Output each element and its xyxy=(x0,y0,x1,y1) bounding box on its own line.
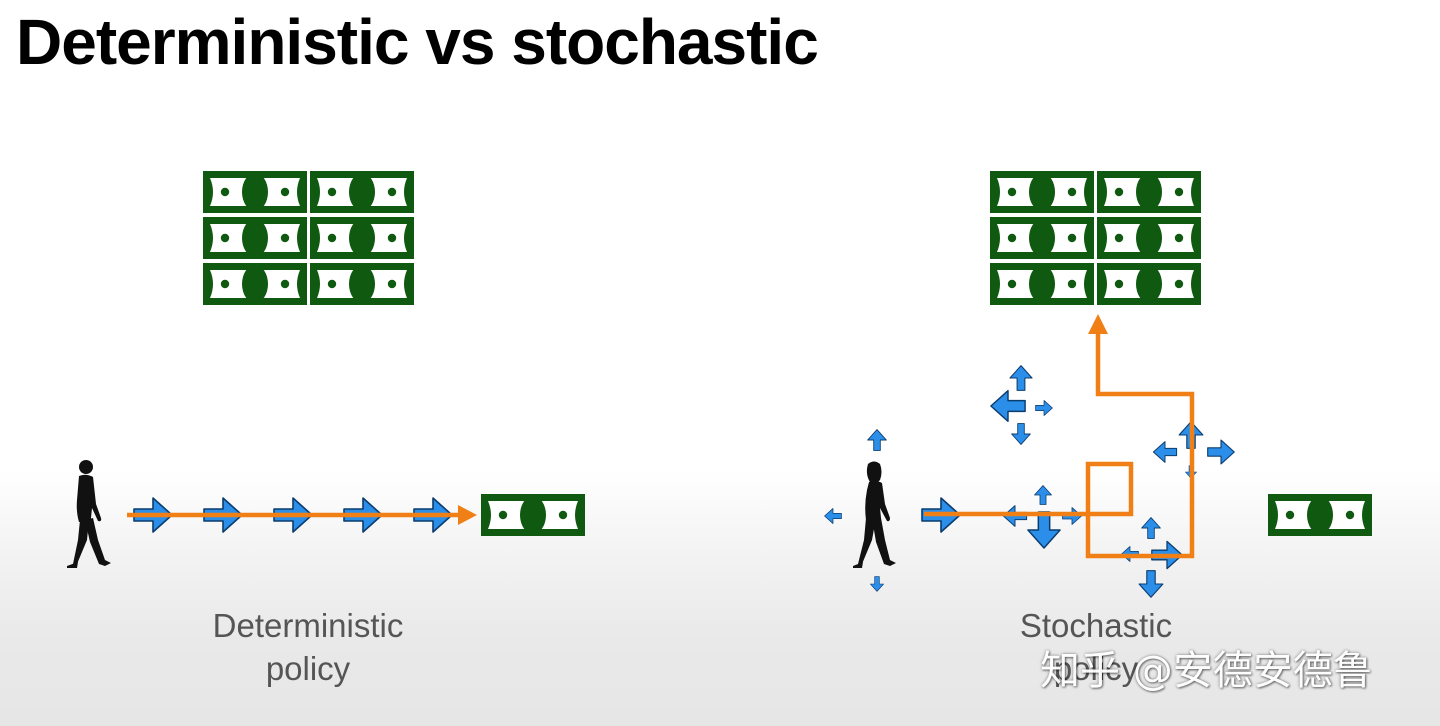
dollar-bill-icon xyxy=(310,217,414,259)
walking-man-icon xyxy=(67,460,111,568)
blue-arrow-icon xyxy=(1207,439,1235,465)
stochastic-money-stack xyxy=(990,171,1201,305)
dollar-bill-icon xyxy=(1097,263,1201,305)
blue-arrow-icon xyxy=(824,508,842,524)
dollar-bill-icon xyxy=(990,171,1094,213)
upper-arrow-cluster xyxy=(990,365,1053,445)
blue-arrow-icon xyxy=(870,576,884,592)
stochastic-policy-label: Stochastic policy xyxy=(956,604,1236,690)
woman-arrow-cluster xyxy=(824,429,961,592)
dollar-bill-icon xyxy=(203,263,307,305)
deterministic-path xyxy=(127,505,477,525)
dollar-bill-icon xyxy=(310,171,414,213)
dollar-bill-icon xyxy=(203,217,307,259)
stochastic-path xyxy=(924,314,1195,559)
deterministic-money-stack xyxy=(203,171,414,305)
deterministic-policy-label: Deterministic policy xyxy=(168,604,448,690)
blue-arrow-icon xyxy=(867,429,887,451)
middle-arrow-cluster xyxy=(1002,485,1082,549)
blue-arrow-icon xyxy=(1011,423,1031,445)
blue-arrow-icon xyxy=(1027,511,1061,549)
dollar-bill-icon xyxy=(203,171,307,213)
deterministic-label-line2: policy xyxy=(265,650,351,687)
slide-title: Deterministic vs stochastic xyxy=(16,6,819,78)
blue-arrow-icon xyxy=(990,389,1026,423)
walking-woman-icon xyxy=(853,461,896,568)
blue-arrow-icon xyxy=(1138,570,1164,598)
dollar-bill-icon xyxy=(1097,171,1201,213)
dollar-bill-icon xyxy=(1097,217,1201,259)
watermark: 知乎 @安德安德鲁 xyxy=(1040,648,1373,694)
stochastic-label-line1: Stochastic xyxy=(1019,607,1173,644)
blue-arrow-icon xyxy=(1009,365,1033,391)
small-reward-bill xyxy=(1268,494,1372,536)
small-reward-bill xyxy=(481,494,585,536)
blue-arrow-icon xyxy=(1141,517,1161,539)
blue-arrow-icon xyxy=(1035,400,1053,416)
dollar-bill-icon xyxy=(990,217,1094,259)
blue-arrow-icon xyxy=(1034,485,1052,505)
blue-arrow-icon xyxy=(1152,441,1178,463)
deterministic-label-line1: Deterministic xyxy=(212,607,404,644)
stochastic-label-line2: policy xyxy=(1053,650,1139,687)
dollar-bill-icon xyxy=(310,263,414,305)
dollar-bill-icon xyxy=(990,263,1094,305)
